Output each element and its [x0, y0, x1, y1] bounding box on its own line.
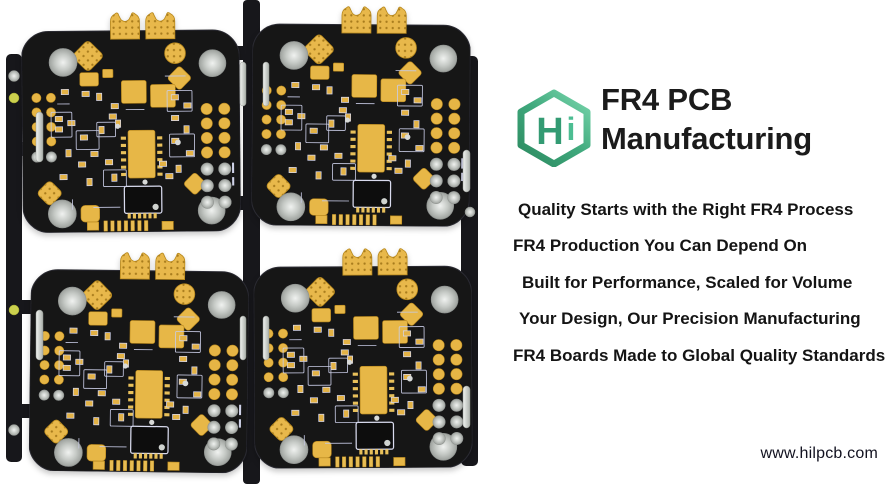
- hexagon-logo-icon: [517, 89, 591, 167]
- title-line-2: Manufacturing: [601, 121, 812, 156]
- pcb-board: [251, 5, 471, 227]
- logo-letter-i: i: [567, 111, 576, 147]
- pcb-board: [28, 250, 250, 474]
- pcb-board: [253, 247, 473, 469]
- tagline-list: Quality Starts with the Right FR4 Proces…: [513, 192, 895, 374]
- title-line-1: FR4 PCB: [601, 82, 733, 117]
- page-title: FR4 PCB Manufacturing: [601, 80, 812, 158]
- pcb-panel-photo: [6, 0, 478, 484]
- tagline: Quality Starts with the Right FR4 Proces…: [518, 200, 854, 219]
- rail-holes: [8, 61, 476, 436]
- tagline: FR4 Production You Can Depend On: [513, 236, 808, 256]
- tagline: Built for Performance, Scaled for Volume: [522, 272, 853, 292]
- logo-letter-h: H: [536, 111, 563, 153]
- tagline: Your Design, Our Precision Manufacturing: [519, 309, 861, 329]
- website-url: www.hilpcb.com: [760, 445, 878, 462]
- pcb-board: [21, 11, 241, 233]
- hilpcb-logo: H i: [517, 89, 591, 167]
- tagline: FR4 Boards Made to Global Quality Standa…: [513, 345, 886, 365]
